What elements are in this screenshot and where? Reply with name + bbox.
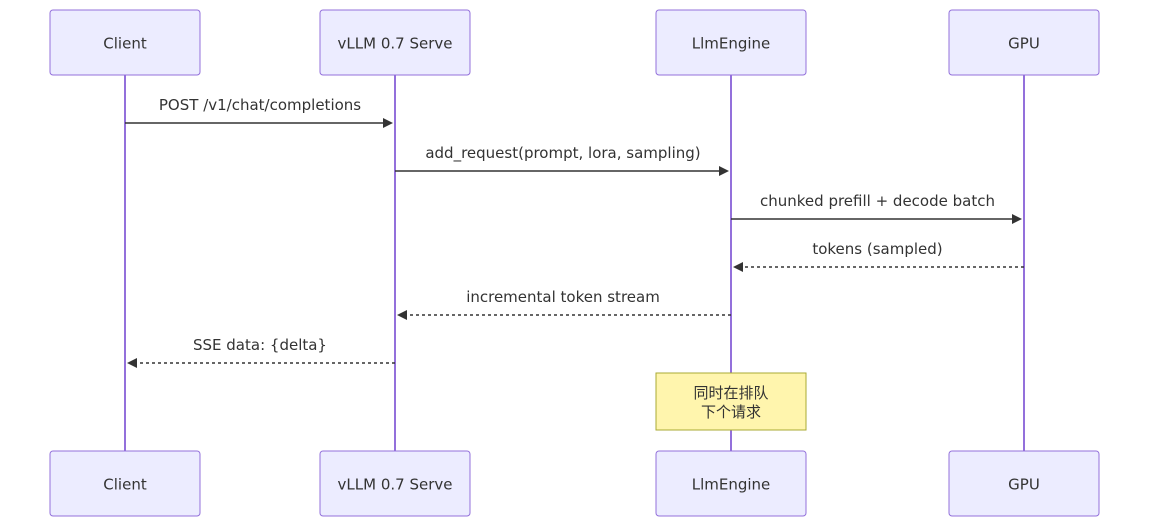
note-box bbox=[655, 372, 807, 431]
actor-engine-top: LlmEngine bbox=[655, 9, 807, 76]
actor-label: LlmEngine bbox=[692, 476, 771, 494]
actor-engine-bottom: LlmEngine bbox=[655, 450, 807, 517]
arrowhead bbox=[127, 358, 137, 368]
actor-box bbox=[948, 450, 1100, 517]
message-label: add_request(prompt, lora, sampling) bbox=[425, 144, 700, 163]
arrowhead bbox=[397, 310, 407, 320]
actor-box bbox=[319, 450, 471, 517]
message-4: tokens (sampled) bbox=[733, 240, 1024, 272]
actor-label: GPU bbox=[1008, 35, 1040, 53]
lifelines bbox=[124, 75, 1025, 451]
actor-box bbox=[319, 9, 471, 76]
arrowhead bbox=[719, 166, 729, 176]
message-label: SSE data: {delta} bbox=[193, 336, 327, 354]
message-2: add_request(prompt, lora, sampling) bbox=[395, 144, 729, 176]
message-label: incremental token stream bbox=[466, 288, 660, 306]
message-6: SSE data: {delta} bbox=[127, 336, 395, 368]
actor-serve-top: vLLM 0.7 Serve bbox=[319, 9, 471, 76]
actor-gpu-top: GPU bbox=[948, 9, 1100, 76]
actor-label: vLLM 0.7 Serve bbox=[338, 476, 453, 494]
message-1: POST /v1/chat/completions bbox=[125, 96, 393, 128]
message-5: incremental token stream bbox=[397, 288, 731, 320]
actor-gpu-bottom: GPU bbox=[948, 450, 1100, 517]
actor-client-bottom: Client bbox=[49, 450, 201, 517]
note-line: 同时在排队 bbox=[693, 384, 768, 402]
actors-top: Client vLLM 0.7 Serve LlmEngine GPU bbox=[49, 9, 1100, 76]
message-3: chunked prefill + decode batch bbox=[731, 192, 1022, 224]
actor-label: vLLM 0.7 Serve bbox=[338, 35, 453, 53]
actor-label: LlmEngine bbox=[692, 35, 771, 53]
actors-bottom: Client vLLM 0.7 Serve LlmEngine GPU bbox=[49, 450, 1100, 517]
message-label: POST /v1/chat/completions bbox=[159, 96, 361, 114]
arrowhead bbox=[1012, 214, 1022, 224]
actor-box bbox=[655, 450, 807, 517]
actor-client-top: Client bbox=[49, 9, 201, 76]
actor-label: GPU bbox=[1008, 476, 1040, 494]
message-label: chunked prefill + decode batch bbox=[760, 192, 995, 210]
actor-serve-bottom: vLLM 0.7 Serve bbox=[319, 450, 471, 517]
actor-box bbox=[49, 9, 201, 76]
messages: POST /v1/chat/completions add_request(pro… bbox=[125, 96, 1024, 368]
note-line: 下个请求 bbox=[701, 403, 761, 421]
actor-box bbox=[655, 9, 807, 76]
arrowhead bbox=[733, 262, 743, 272]
arrowhead bbox=[383, 118, 393, 128]
actor-label: Client bbox=[103, 476, 147, 494]
actor-label: Client bbox=[103, 35, 147, 53]
actor-box bbox=[49, 450, 201, 517]
message-label: tokens (sampled) bbox=[812, 240, 942, 258]
actor-box bbox=[948, 9, 1100, 76]
